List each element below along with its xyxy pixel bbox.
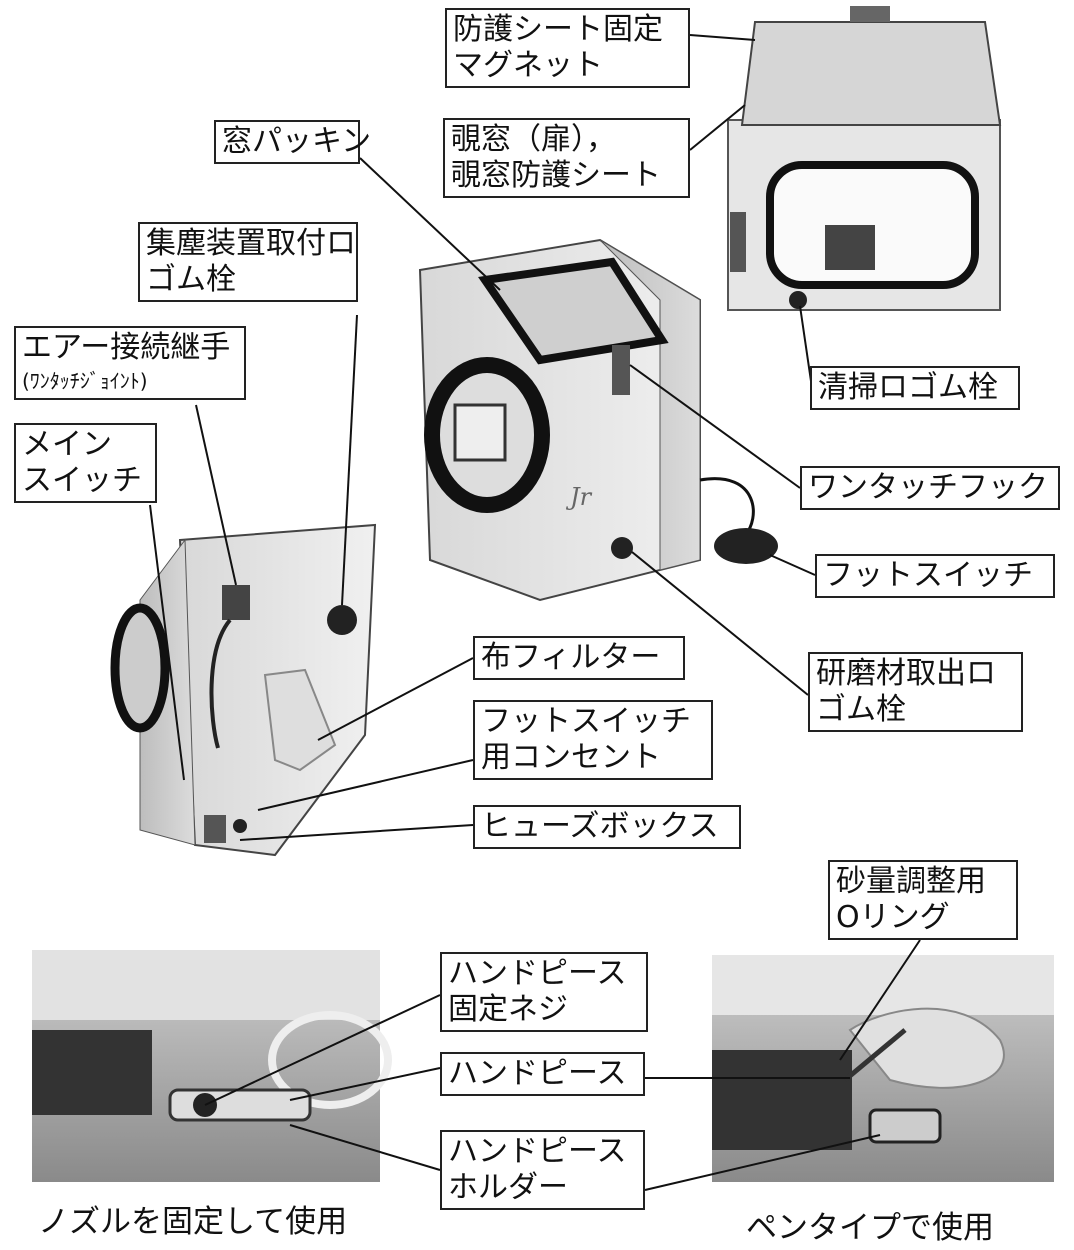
label-foot-outlet: フットスイッチ 用コンセント xyxy=(473,700,713,780)
label-window-door: 覗窓（扉）， 覗窓防護シート xyxy=(443,118,690,198)
label-cloth-filter: 布フィルター xyxy=(473,636,685,680)
label-air-joint: エアー接続継手 (ﾜﾝﾀｯﾁｼﾞｮｲﾝﾄ) xyxy=(14,326,246,400)
label-foot-switch: フットスイッチ xyxy=(815,554,1055,598)
label-handpiece: ハンドピース xyxy=(440,1052,645,1096)
label-sand-oring: 砂量調整用 Oリング xyxy=(828,860,1018,940)
label-one-touch-hook: ワンタッチフック xyxy=(800,466,1060,510)
back-unit-photo xyxy=(110,523,377,857)
label-handpiece-holder: ハンドピース ホルダー xyxy=(440,1130,645,1210)
front-unit-photo: Jr xyxy=(418,238,778,602)
pen-type-photo xyxy=(712,955,1054,1182)
label-fuse-box: ヒューズボックス xyxy=(473,805,741,849)
label-cleaning-port: 清掃ロゴム栓 xyxy=(810,366,1020,410)
label-magnet: 防護シート固定 マグネット xyxy=(445,8,690,88)
label-abrasive-outlet: 研磨材取出ロ ゴム栓 xyxy=(808,652,1023,732)
label-window-packing: 窓パッキン xyxy=(214,120,371,164)
caption-pen-type: ペンタイプで使用 xyxy=(746,1210,994,1246)
caption-nozzle-fixed: ノズルを固定して使用 xyxy=(38,1204,348,1240)
label-dust-port: 集塵装置取付ロ ゴム栓 xyxy=(138,222,358,302)
lid-unit-photo xyxy=(727,6,1002,311)
logo-text: Jr xyxy=(565,483,593,511)
leader-lines xyxy=(149,34,921,1191)
nozzle-fixed-photo xyxy=(32,950,392,1182)
label-handpiece-screw: ハンドピース 固定ネジ xyxy=(440,952,648,1032)
label-main-switch: メイン スイッチ xyxy=(14,423,157,503)
